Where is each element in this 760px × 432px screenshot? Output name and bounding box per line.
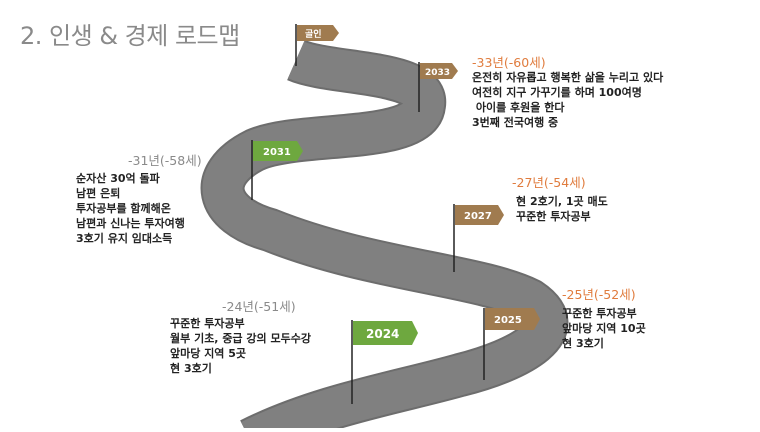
- milestone-2033-notes: 온전히 자유롭고 행복한 삶을 누리고 있다 여전히 지구 가꾸기를 하며 10…: [472, 70, 663, 130]
- note-line: 여전히 지구 가꾸기를 하며 100여명: [472, 86, 642, 99]
- note-line: 월부 기초, 중급 강의 모두수강: [170, 332, 311, 345]
- milestone-2024-header: -24년(-51세): [222, 299, 296, 314]
- flag-label: 골인: [305, 29, 322, 40]
- note-line: 꾸준한 투자공부: [170, 317, 245, 330]
- milestone-2031-notes: 순자산 30억 돌파 남편 은퇴 투자공부를 함께해온 남편과 신나는 투자여행…: [76, 171, 185, 246]
- flag-2025: 2025: [483, 308, 540, 380]
- milestone-2033-header: -33년(-60세): [472, 55, 546, 70]
- flag-2033: 2033: [418, 62, 458, 112]
- flag-goal: 골인: [295, 24, 339, 66]
- note-line: 온전히 자유롭고 행복한 삶을 누리고 있다: [472, 71, 664, 84]
- note-line: 투자공부를 함께해온: [76, 202, 171, 215]
- milestone-2025-header: -25년(-52세): [562, 287, 636, 302]
- flag-label: 2031: [263, 147, 291, 158]
- note-line: 남편과 신나는 투자여행: [76, 217, 185, 230]
- note-line: 3호기 유지 임대소득: [76, 232, 173, 245]
- flag-label: 2033: [425, 68, 450, 78]
- note-line: 앞마당 지역 10곳: [562, 322, 646, 335]
- note-line: 3번째 전국여행 중: [472, 116, 559, 129]
- milestone-2031-header: -31년(-58세): [128, 153, 202, 168]
- milestone-2027-notes: 현 2호기, 1곳 매도 꾸준한 투자공부: [516, 194, 608, 224]
- note-line: 현 3호기: [562, 337, 604, 350]
- note-line: 순자산 30억 돌파: [76, 172, 160, 185]
- milestone-2025-notes: 꾸준한 투자공부 앞마당 지역 10곳 현 3호기: [562, 306, 646, 351]
- note-line: 꾸준한 투자공부: [562, 307, 637, 320]
- note-line: 현 3호기: [170, 362, 212, 375]
- flag-2031: 2031: [251, 140, 303, 200]
- milestone-2024-notes: 꾸준한 투자공부 월부 기초, 중급 강의 모두수강 앞마당 지역 5곳 현 3…: [170, 316, 311, 376]
- note-line: 남편 은퇴: [76, 187, 121, 200]
- note-line: 현 2호기, 1곳 매도: [516, 195, 608, 208]
- flag-2024: 2024: [351, 320, 418, 404]
- flag-label: 2027: [464, 211, 492, 222]
- flag-label: 2024: [366, 327, 399, 341]
- note-line: 꾸준한 투자공부: [516, 210, 591, 223]
- note-line: 아이를 후원을 한다: [472, 101, 565, 114]
- flag-label: 2025: [494, 315, 522, 326]
- road-surface: [202, 41, 567, 432]
- milestone-2027-header: -27년(-54세): [512, 175, 586, 190]
- note-line: 앞마당 지역 5곳: [170, 347, 247, 360]
- page-title: 2. 인생 & 경제 로드맵: [20, 22, 240, 50]
- flag-2027: 2027: [453, 204, 504, 272]
